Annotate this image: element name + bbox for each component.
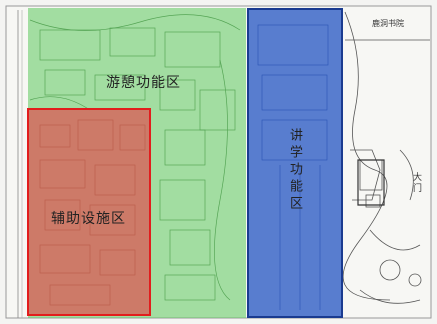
teaching-zone: 讲学功能区 [247, 8, 343, 318]
gate-label: 大门 [411, 172, 421, 194]
auxiliary-zone: 辅助设施区 [27, 108, 151, 316]
top-right-label: 鹿洞书院 [372, 19, 404, 28]
teaching-zone-label: 讲学功能区 [287, 128, 302, 213]
leisure-zone-label: 游憩功能区 [106, 75, 181, 91]
auxiliary-zone-label: 辅助设施区 [51, 211, 126, 227]
